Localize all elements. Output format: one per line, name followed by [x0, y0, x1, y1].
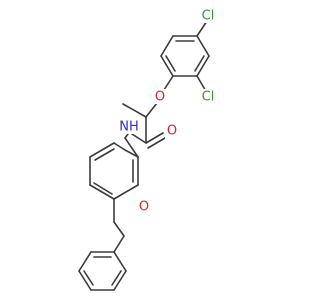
- bond: [78, 270, 92, 291]
- atom-label-o-ether-top: O: [153, 89, 167, 105]
- bond-ch2-ring: [113, 235, 125, 253]
- bond: [124, 149, 139, 158]
- bond: [113, 270, 127, 291]
- bond: [160, 55, 174, 77]
- chlorine-label: Cl: [202, 90, 215, 105]
- structure-canvas: Cl Cl O O NH O: [78, 8, 218, 291]
- atom-label-o-ether-bottom: O: [137, 200, 151, 215]
- double-bond-inner: [83, 270, 94, 286]
- bond: [113, 142, 126, 151]
- dichlorophenyl-ring: [160, 35, 210, 77]
- atom-label-cl-top: Cl: [199, 8, 218, 24]
- oxygen-label: O: [139, 200, 149, 215]
- bond: [89, 142, 115, 158]
- double-bond-inner: [194, 55, 205, 72]
- nitrogen-label: NH: [119, 120, 139, 135]
- molecule-drawing: Cl Cl O O NH O: [78, 8, 218, 291]
- atom-label-nh: NH: [118, 119, 140, 135]
- atom-label-cl-right: Cl: [198, 89, 217, 105]
- bond: [196, 35, 210, 57]
- bond-c-o-double: [147, 137, 166, 149]
- phenyl-ring: [78, 251, 127, 291]
- bond-c-n: [131, 133, 147, 144]
- bond: [196, 55, 210, 77]
- double-bond-inner: [94, 148, 115, 161]
- double-bond-inner: [165, 55, 176, 72]
- oxygen-label: O: [155, 90, 165, 105]
- bond-o-ch: [145, 102, 158, 118]
- chlorine-label: Cl: [202, 9, 215, 24]
- bond: [124, 137, 139, 158]
- bond: [113, 251, 127, 272]
- bond-n-ring: [124, 133, 129, 139]
- double-bond-inner: [111, 270, 122, 286]
- bond: [113, 184, 139, 200]
- bond-o-ch2: [113, 221, 125, 237]
- atom-label-o-carbonyl: O: [165, 124, 179, 139]
- bond: [160, 35, 174, 57]
- bond: [89, 184, 115, 200]
- bond: [78, 251, 92, 272]
- double-bond-inner: [93, 182, 113, 195]
- phenylene-ring: [89, 137, 139, 200]
- oxygen-label: O: [167, 124, 177, 139]
- bond-c-o: [145, 132, 164, 144]
- bond-ch-methyl: [122, 103, 147, 118]
